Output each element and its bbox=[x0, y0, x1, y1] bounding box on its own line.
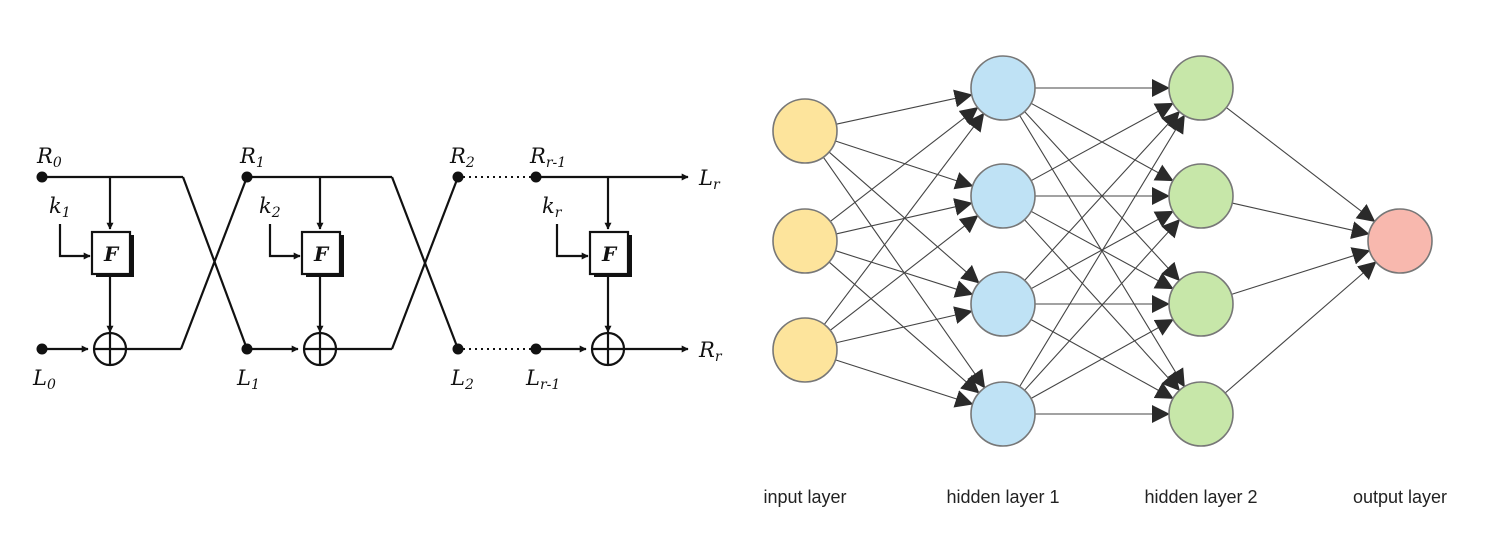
input-layer-label: input layer bbox=[763, 487, 846, 507]
label-k1: k1 bbox=[49, 194, 71, 221]
f-box-1 bbox=[90, 230, 132, 276]
nn-nodes bbox=[772, 55, 1433, 447]
label-r1: R1 bbox=[239, 144, 265, 171]
label-r2: R2 bbox=[449, 144, 475, 171]
nn-node-layer1-3 bbox=[970, 381, 1036, 447]
nn-edge-l0n2-to-l1n3 bbox=[835, 359, 974, 408]
node-r1 bbox=[241, 171, 253, 183]
label-l2: L2 bbox=[450, 366, 474, 393]
feistel-diagram: F F bbox=[32, 144, 723, 393]
nn-edge-l0n2-to-l1n1 bbox=[829, 215, 979, 331]
nn-edge-l1n1-to-l2n0 bbox=[1030, 102, 1174, 182]
f-box-2 bbox=[300, 230, 342, 276]
feistel-round-r: F bbox=[530, 171, 689, 367]
nn-edges bbox=[822, 79, 1377, 423]
feistel-round-2: F bbox=[241, 171, 464, 367]
cross-2b bbox=[390, 176, 460, 350]
hidden-layer-2-label: hidden layer 2 bbox=[1144, 487, 1257, 507]
neural-network-diagram: input layer hidden layer 1 hidden layer … bbox=[763, 55, 1447, 507]
nn-node-layer0-1 bbox=[772, 208, 838, 274]
hidden-layer-1-label: hidden layer 1 bbox=[946, 487, 1059, 507]
node-l1 bbox=[241, 343, 253, 355]
nn-edge-l0n0-to-l1n0 bbox=[836, 89, 973, 125]
nn-node-layer0-2 bbox=[772, 317, 838, 383]
label-rr: Rr bbox=[698, 338, 723, 365]
node-r2 bbox=[452, 171, 464, 183]
feistel-round-1: F bbox=[36, 171, 249, 367]
cross-1b bbox=[179, 176, 249, 350]
nn-edge-l2n1-to-l3n0 bbox=[1232, 202, 1370, 239]
nn-edge-l0n0-to-l1n1 bbox=[835, 140, 974, 190]
node-l0 bbox=[36, 343, 48, 355]
f-box-1-label: F bbox=[103, 242, 120, 266]
arrow-kr-to-fr bbox=[555, 224, 589, 260]
nn-node-layer0-0 bbox=[772, 98, 838, 164]
node-rr1 bbox=[530, 171, 542, 183]
label-lr1: Lr-1 bbox=[525, 366, 560, 393]
f-box-r-label: F bbox=[601, 242, 618, 266]
output-layer-label: output layer bbox=[1353, 487, 1447, 507]
f-box-2-label: F bbox=[313, 242, 330, 266]
nn-edge-l0n1-to-l1n0 bbox=[829, 107, 979, 222]
label-kr: kr bbox=[542, 194, 563, 221]
arrow-k1-to-f1 bbox=[58, 224, 91, 260]
nn-node-layer1-1 bbox=[970, 163, 1036, 229]
nn-edge-l2n2-to-l3n0 bbox=[1231, 247, 1371, 295]
nn-node-layer1-2 bbox=[970, 271, 1036, 337]
nn-node-layer3-0 bbox=[1367, 208, 1433, 274]
label-k2: k2 bbox=[259, 194, 281, 221]
nn-edge-l1n3-to-l2n1 bbox=[1024, 219, 1181, 391]
nn-edge-l1n3-to-l2n0 bbox=[1019, 114, 1185, 387]
nn-node-layer2-2 bbox=[1168, 271, 1234, 337]
nn-edge-l0n0-to-l1n2 bbox=[828, 151, 980, 284]
nn-edge-l0n2-to-l1n0 bbox=[823, 112, 985, 325]
nn-edge-l2n0-to-l3n0 bbox=[1226, 107, 1376, 223]
f-box-r bbox=[588, 230, 630, 276]
label-l1: L1 bbox=[236, 366, 260, 393]
nn-edge-l1n3-to-l2n2 bbox=[1030, 319, 1174, 399]
nn-edge-l2n3-to-l3n0 bbox=[1224, 261, 1377, 394]
label-r0: R0 bbox=[36, 144, 62, 171]
label-l0: L0 bbox=[32, 366, 56, 393]
nn-node-layer2-1 bbox=[1168, 163, 1234, 229]
nn-node-layer1-0 bbox=[970, 55, 1036, 121]
nn-edge-l0n2-to-l1n2 bbox=[836, 306, 973, 344]
nn-edge-l1n2-to-l2n0 bbox=[1024, 110, 1180, 281]
label-rr1: Rr-1 bbox=[529, 144, 566, 171]
nn-node-layer2-3 bbox=[1168, 381, 1234, 447]
node-r0 bbox=[36, 171, 48, 183]
node-lr1 bbox=[530, 343, 542, 355]
node-l2 bbox=[452, 343, 464, 355]
arrow-k2-to-f2 bbox=[268, 224, 301, 260]
label-lr: Lr bbox=[698, 166, 721, 193]
nn-node-layer2-0 bbox=[1168, 55, 1234, 121]
